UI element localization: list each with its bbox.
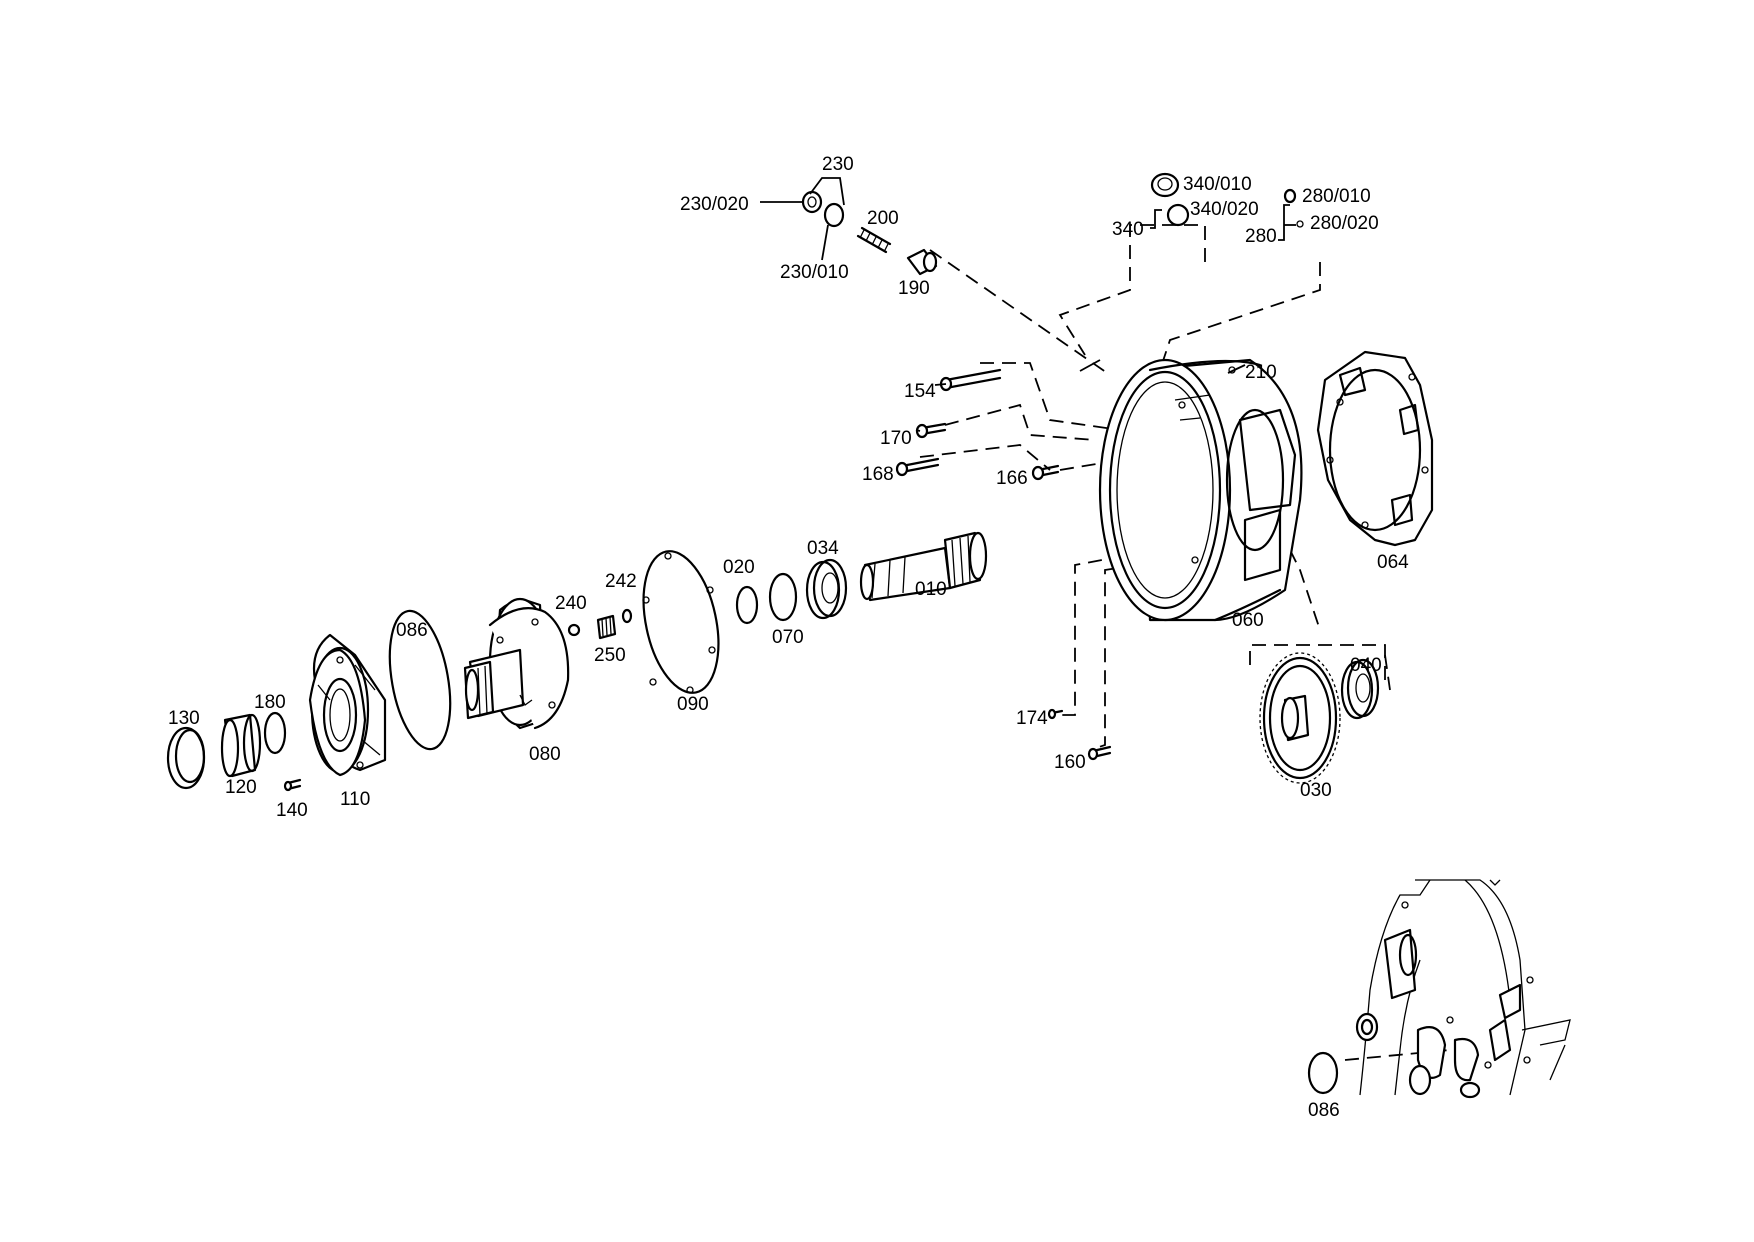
assembly-guide-lines: [919, 224, 1451, 1061]
label-030: 030: [1300, 780, 1332, 801]
label-040: 040: [1350, 655, 1382, 676]
label-090: 090: [677, 694, 709, 715]
plug-assembly-340: [1150, 172, 1190, 229]
label-242: 242: [605, 571, 637, 592]
snap-ring-020: [735, 585, 759, 625]
bearing-034: [805, 558, 848, 620]
ball-240: [567, 623, 581, 637]
label-020: 020: [723, 557, 755, 578]
o-ring-086: [388, 609, 452, 751]
bolt-166: [1031, 464, 1060, 481]
label-230: 230: [822, 154, 854, 175]
spring-200: [856, 226, 892, 254]
bolt-154: [939, 368, 1002, 392]
snap-ring-180: [263, 711, 287, 755]
label-200: 200: [867, 208, 899, 229]
bushing-120: [220, 713, 262, 778]
label-174: 174: [1016, 708, 1048, 729]
label-070: 070: [772, 627, 804, 648]
label-140: 140: [276, 800, 308, 821]
label-034: 034: [807, 538, 839, 559]
gasket-plate-064: [1316, 350, 1434, 547]
label-086-detail: 086: [1308, 1100, 1340, 1121]
bolt-168: [895, 457, 940, 477]
label-leader-lines: [915, 359, 1246, 432]
label-280-010: 280/010: [1302, 186, 1371, 207]
label-340-010: 340/010: [1183, 174, 1252, 195]
plug-assembly-230: [760, 177, 845, 261]
pin-242: [621, 608, 633, 624]
label-280-020: 280/020: [1310, 213, 1379, 234]
label-010: 010: [915, 579, 947, 600]
bolt-140: [283, 778, 302, 792]
label-210: 210: [1245, 362, 1277, 383]
label-168: 168: [862, 464, 894, 485]
detail-view-housing: [1355, 879, 1571, 1099]
label-120: 120: [225, 777, 257, 798]
label-160: 160: [1054, 752, 1086, 773]
o-ring-070: [768, 572, 798, 622]
pump-housing-110: [308, 633, 387, 777]
label-170: 170: [880, 428, 912, 449]
housing-060: [1098, 358, 1303, 622]
label-280: 280: [1245, 226, 1277, 247]
label-340-020: 340/020: [1190, 199, 1259, 220]
label-080: 080: [529, 744, 561, 765]
spring-250: [596, 614, 617, 640]
part-labels: 230 230/020 230/010 200 190 340/010 340/…: [168, 154, 1409, 1121]
pump-cover-080: [463, 597, 570, 730]
label-130: 130: [168, 708, 200, 729]
label-230-010: 230/010: [780, 262, 849, 283]
label-060: 060: [1232, 610, 1264, 631]
label-064: 064: [1377, 552, 1409, 573]
label-230-020: 230/020: [680, 194, 749, 215]
label-086: 086: [396, 620, 428, 641]
label-110: 110: [340, 789, 370, 810]
plug-assembly-280: [1278, 188, 1304, 241]
label-250: 250: [594, 645, 626, 666]
label-240: 240: [555, 593, 587, 614]
o-ring-086-detail: [1307, 1051, 1339, 1095]
shaft-010: [859, 531, 988, 602]
bolt-160: [1087, 745, 1112, 761]
bolt-174: [1047, 708, 1064, 720]
gear-030: [1259, 652, 1341, 784]
gasket-090: [642, 550, 720, 694]
bearing-040: [1340, 658, 1380, 720]
label-190: 190: [898, 278, 930, 299]
label-180: 180: [254, 692, 286, 713]
label-166: 166: [996, 468, 1028, 489]
plug-190: [906, 248, 938, 276]
label-154: 154: [904, 381, 936, 402]
bolt-170: [915, 422, 947, 439]
label-340: 340: [1112, 219, 1144, 240]
seal-ring-130: [166, 726, 206, 790]
